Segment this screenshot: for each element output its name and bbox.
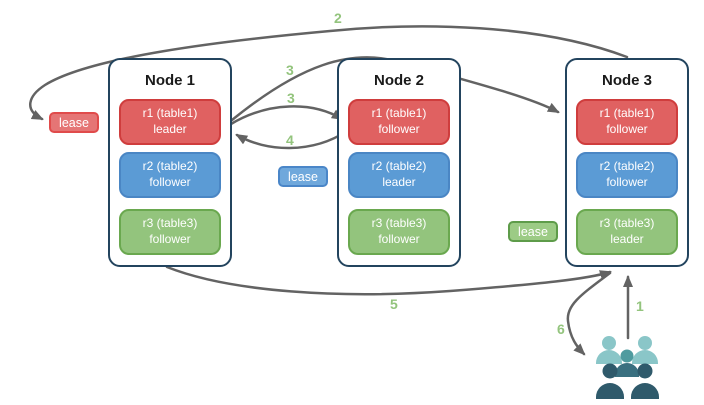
replica-name: r2 (table2) [142, 159, 198, 174]
step-label-6: 6 [557, 321, 565, 337]
replica-name: r2 (table2) [371, 159, 427, 174]
arrow-step-6-node3-to-users [566, 271, 612, 356]
replica-name: r1 (table1) [142, 106, 198, 121]
users-icon [596, 336, 659, 399]
step-label-3a: 3 [286, 62, 294, 78]
replica-role: leader [382, 175, 416, 189]
step-label-3b: 3 [287, 90, 295, 106]
node-2-box: Node 2 r1 (table1) follower r2 (table2) … [337, 58, 461, 267]
replica-name: r3 (table3) [371, 216, 427, 231]
replica-name: r2 (table2) [599, 159, 655, 174]
node-2-replica-r2: r2 (table2) leader [348, 152, 450, 198]
step-label-2: 2 [334, 10, 342, 26]
replica-role: follower [606, 122, 648, 136]
replica-role: follower [378, 232, 420, 246]
node-3-title: Node 3 [601, 72, 652, 89]
node-1-replica-r2: r2 (table2) follower [119, 152, 221, 198]
node-2-replica-r1: r1 (table1) follower [348, 99, 450, 145]
node-2-title: Node 2 [373, 72, 424, 89]
replica-name: r1 (table1) [599, 106, 655, 121]
node-3-replica-r2: r2 (table2) follower [576, 152, 678, 198]
node-1-replica-r1: r1 (table1) leader [119, 99, 221, 145]
step-label-4: 4 [286, 132, 294, 148]
lease-badge-r2: lease [278, 166, 328, 187]
node-1-box: Node 1 r1 (table1) leader r2 (table2) fo… [108, 58, 232, 267]
node-1-replica-r3: r3 (table3) follower [119, 209, 221, 255]
replica-role: follower [378, 122, 420, 136]
node-1-title: Node 1 [144, 72, 195, 89]
arrow-step-3-leader-to-node2 [229, 105, 344, 126]
replica-name: r1 (table1) [371, 106, 427, 121]
step-label-5: 5 [390, 296, 398, 312]
replica-role: follower [149, 232, 191, 246]
replica-role: follower [149, 175, 191, 189]
replica-role: leader [153, 122, 187, 136]
node-3-replica-r1: r1 (table1) follower [576, 99, 678, 145]
arrow-step-5-node1-to-node3 [165, 265, 612, 296]
replica-role: leader [610, 232, 644, 246]
node-3-box: Node 3 r1 (table1) follower r2 (table2) … [565, 58, 689, 267]
lease-badge-r3: lease [508, 221, 558, 242]
replica-name: r3 (table3) [599, 216, 655, 231]
node-3-replica-r3: r3 (table3) leader [576, 209, 678, 255]
node-2-replica-r3: r3 (table3) follower [348, 209, 450, 255]
step-label-1: 1 [636, 298, 644, 314]
replica-name: r3 (table3) [142, 216, 198, 231]
lease-badge-r1: lease [49, 112, 99, 133]
replica-role: follower [606, 175, 648, 189]
